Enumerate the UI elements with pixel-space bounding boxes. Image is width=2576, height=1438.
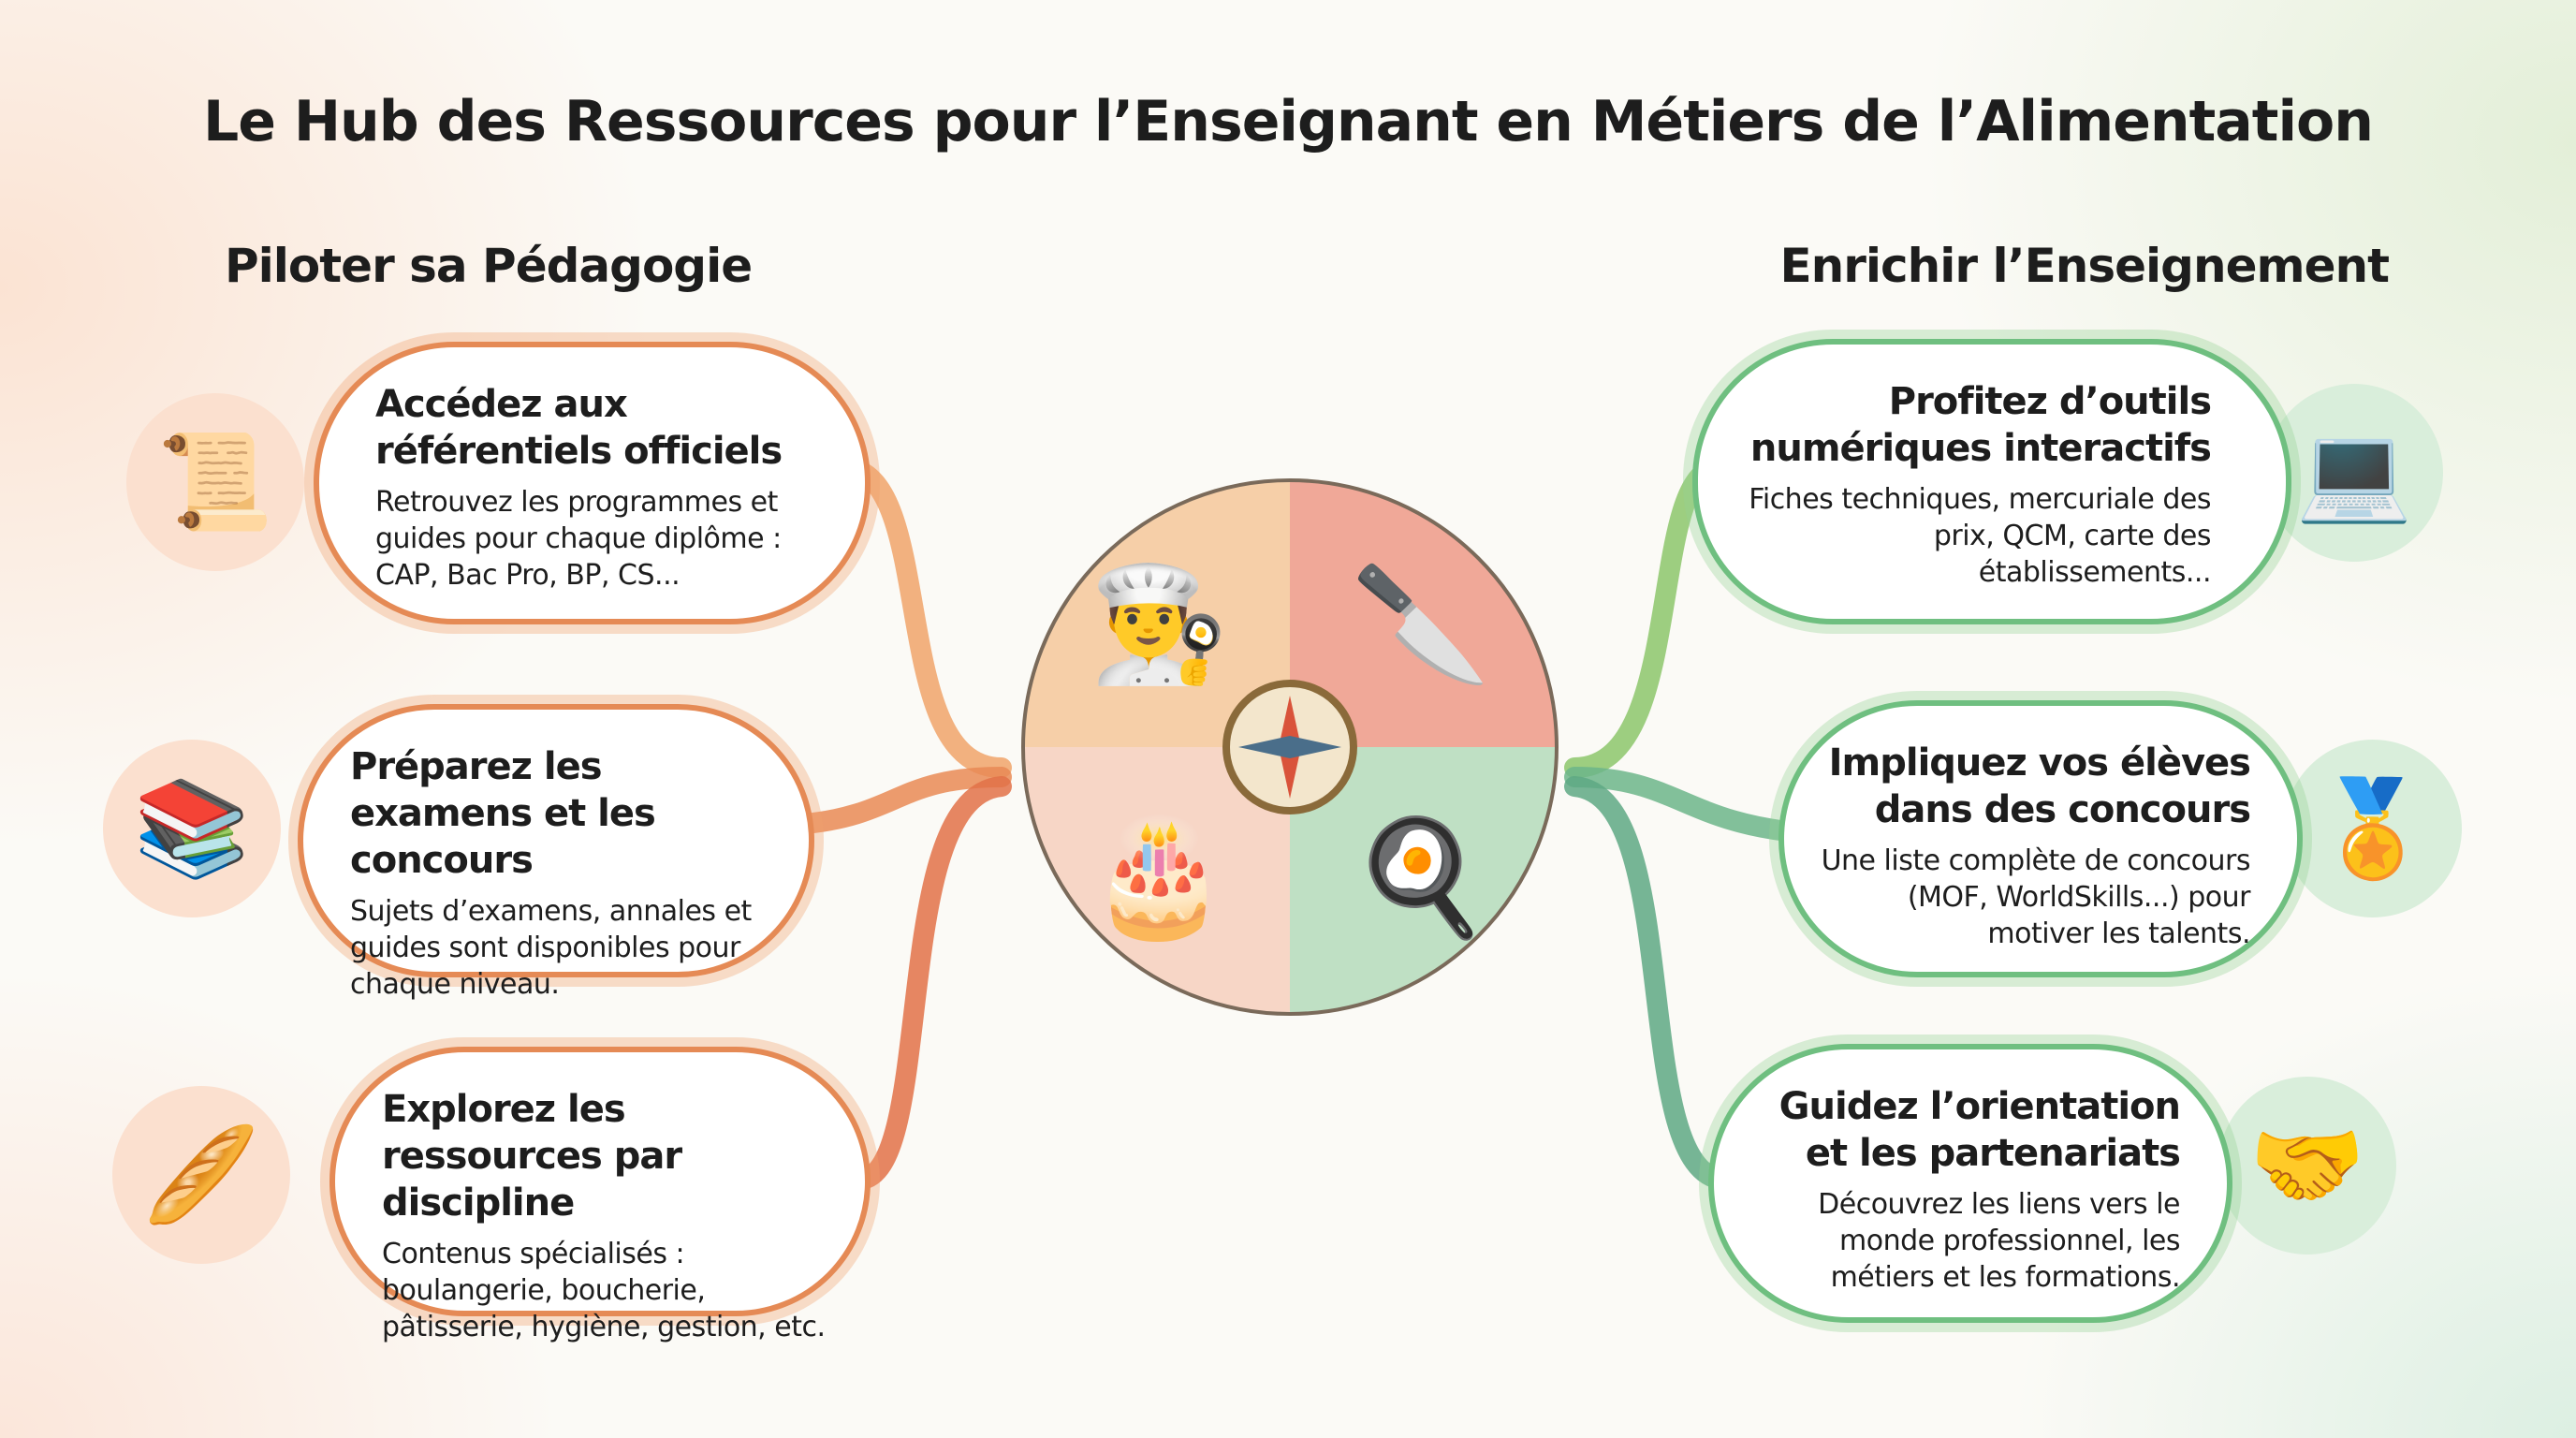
card-title: Accédez aux référentiels officiels xyxy=(375,383,783,473)
card-disciplines[interactable]: Explorez les ressources par discipline C… xyxy=(329,1047,871,1343)
medal-podium-icon: 🏅 xyxy=(2284,740,2462,917)
card-title: Guidez l’orientation et les partenariats xyxy=(1778,1085,2181,1175)
card-referentiels[interactable]: Accédez aux référentiels officiels Retro… xyxy=(314,342,871,624)
card-outils-numeriques[interactable]: Profitez d’outils numériques interactifs… xyxy=(1692,339,2291,624)
card-concours[interactable]: Impliquez vos élèves dans des concours U… xyxy=(1778,700,2303,977)
globe-handshake-signpost-icon: 🤝 xyxy=(2218,1077,2396,1255)
card-orientation[interactable]: Guidez l’orientation et les partenariats… xyxy=(1708,1044,2232,1323)
card-title: Profitez d’outils numériques interactifs xyxy=(1749,380,2212,470)
cook-icon: 🍳 xyxy=(1351,813,1490,944)
tablet-cloud-icon: 💻 xyxy=(2265,384,2443,562)
card-examens[interactable]: Préparez les examens et les concours Suj… xyxy=(298,704,814,1001)
baker-icon: 👨‍🍳 xyxy=(1089,560,1228,690)
left-section-heading: Piloter sa Pédagogie xyxy=(225,239,753,293)
card-text: Contenus spécialisés : boulangerie, bouc… xyxy=(382,1238,826,1343)
card-title: Préparez les examens et les concours xyxy=(350,745,656,882)
card-title: Impliquez vos élèves dans des concours xyxy=(1828,741,2251,831)
compass-icon xyxy=(1222,680,1357,814)
central-hub-illustration: 👨‍🍳 🔪 🎂 🍳 xyxy=(1021,478,1559,1016)
card-text: Une liste complète de concours (MOF, Wor… xyxy=(1821,844,2251,950)
right-section-heading: Enrichir l’Enseignement xyxy=(1779,239,2390,293)
butcher-icon: 🔪 xyxy=(1351,560,1490,690)
card-title: Explorez les ressources par discipline xyxy=(382,1088,682,1225)
books-graduation-cap-icon: 📚 xyxy=(103,740,281,917)
card-text: Retrouvez les programmes et guides pour … xyxy=(375,486,782,592)
card-text: Découvrez les liens vers le monde profes… xyxy=(1818,1188,2180,1294)
page-title: Le Hub des Ressources pour l’Enseignant … xyxy=(203,89,2374,154)
card-text: Fiches techniques, mercuriale des prix, … xyxy=(1749,483,2211,589)
scroll-magnifier-icon: 📜 xyxy=(126,393,304,571)
pastry-chef-icon: 🎂 xyxy=(1089,810,1228,944)
card-text: Sujets d’examens, annales et guides sont… xyxy=(350,895,752,1001)
food-products-icon: 🥖 xyxy=(112,1086,290,1264)
